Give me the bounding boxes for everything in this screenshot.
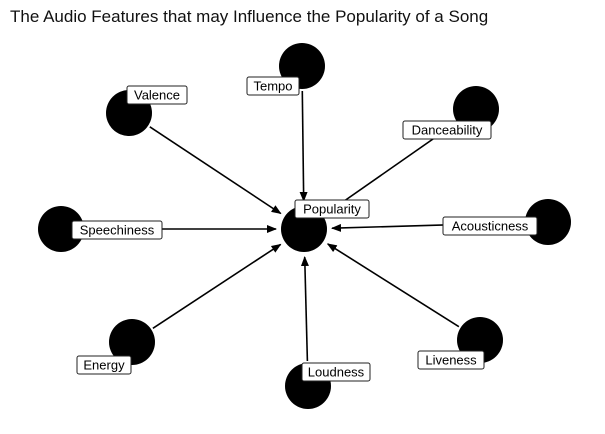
label-box-speechiness [71,220,163,240]
label-box-energy [76,355,132,375]
label-box-loudness [301,362,371,382]
label-text-popularity: Popularity [303,202,361,217]
label-text-acousticness: Acousticness [452,219,529,234]
label-box-danceability [402,120,492,140]
node-speechiness[interactable] [38,206,84,252]
label-text-speechiness: Speechiness [80,223,155,238]
edge-energy-to-popularity [152,243,282,329]
label-danceability: Danceability [402,120,492,140]
edge-liveness-to-popularity [326,243,460,328]
node-energy[interactable] [109,319,155,365]
label-liveness: Liveness [417,350,485,370]
label-text-danceability: Danceability [412,123,483,138]
label-text-tempo: Tempo [253,79,292,94]
label-valence: Valence [126,85,188,105]
label-energy: Energy [76,355,132,375]
label-box-popularity [294,199,370,219]
diagram-title: The Audio Features that may Influence th… [10,7,488,26]
label-tempo: Tempo [246,76,300,96]
label-loudness: Loudness [301,362,371,382]
label-acousticness: Acousticness [442,216,538,236]
label-box-acousticness [442,216,538,236]
label-box-tempo [246,76,300,96]
labels-layer: Popularity TempoValenceDanceabilitySpeech… [71,76,538,382]
label-text-valence: Valence [134,88,180,103]
edge-valence-to-popularity [149,126,282,215]
label-speechiness: Speechiness [71,220,163,240]
label-box-liveness [417,350,485,370]
label-box-valence [126,85,188,105]
label-popularity: Popularity [294,199,370,219]
label-text-energy: Energy [83,358,125,373]
edge-loudness-to-popularity [300,256,309,362]
label-text-liveness: Liveness [425,353,477,368]
label-text-loudness: Loudness [308,365,365,380]
edge-tempo-to-popularity [299,90,308,202]
